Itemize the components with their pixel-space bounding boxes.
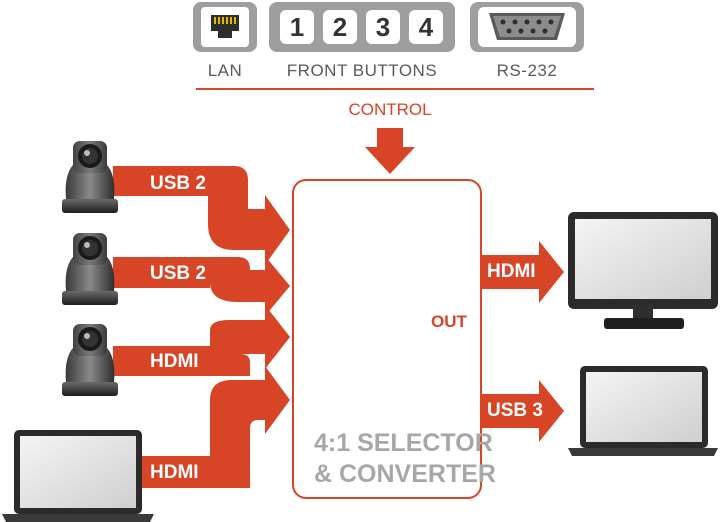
output-arrow-usb3: [481, 380, 564, 442]
output-signal-label-2: USB 3: [487, 400, 543, 421]
ptz-camera-icon-2: [62, 233, 118, 305]
control-arrow: [365, 128, 415, 174]
device-title-line2: & CONVERTER: [314, 460, 496, 488]
rs232-icon: [470, 2, 584, 52]
ptz-camera-icon-1: [62, 141, 118, 213]
front-buttons-panel: [269, 2, 455, 52]
rs232-label: RS-232: [496, 61, 558, 80]
input-arrow-4: [140, 366, 290, 488]
front-buttons-label: FRONT BUTTONS: [286, 61, 438, 80]
monitor-output-icon: [568, 212, 718, 329]
device-title-line1: 4:1 SELECTOR: [314, 429, 493, 457]
input-arrow-3: [113, 305, 290, 376]
front-button-1: 1: [280, 10, 314, 44]
input-signal-label-3: HDMI: [150, 351, 199, 372]
front-button-3: 3: [366, 10, 400, 44]
front-button-2: 2: [323, 10, 357, 44]
input-signal-label-4: HDMI: [150, 462, 199, 483]
output-signal-label-1: HDMI: [487, 261, 536, 282]
control-label: CONTROL: [348, 100, 432, 119]
laptop-output-icon: [568, 366, 718, 456]
input-signal-label-1: USB 2: [150, 173, 206, 194]
laptop-input-icon: [2, 430, 154, 522]
lan-icon: [193, 2, 257, 52]
lan-label: LAN: [207, 61, 243, 80]
output-arrow-hdmi: [481, 241, 564, 303]
out-label: OUT: [431, 312, 467, 331]
input-arrow-1: [113, 166, 290, 265]
selector-converter-box: [292, 179, 482, 499]
front-button-4: 4: [409, 10, 443, 44]
input-arrow-2: [113, 256, 290, 316]
ptz-camera-icon-3: [62, 324, 118, 396]
input-signal-label-2: USB 2: [150, 263, 206, 284]
